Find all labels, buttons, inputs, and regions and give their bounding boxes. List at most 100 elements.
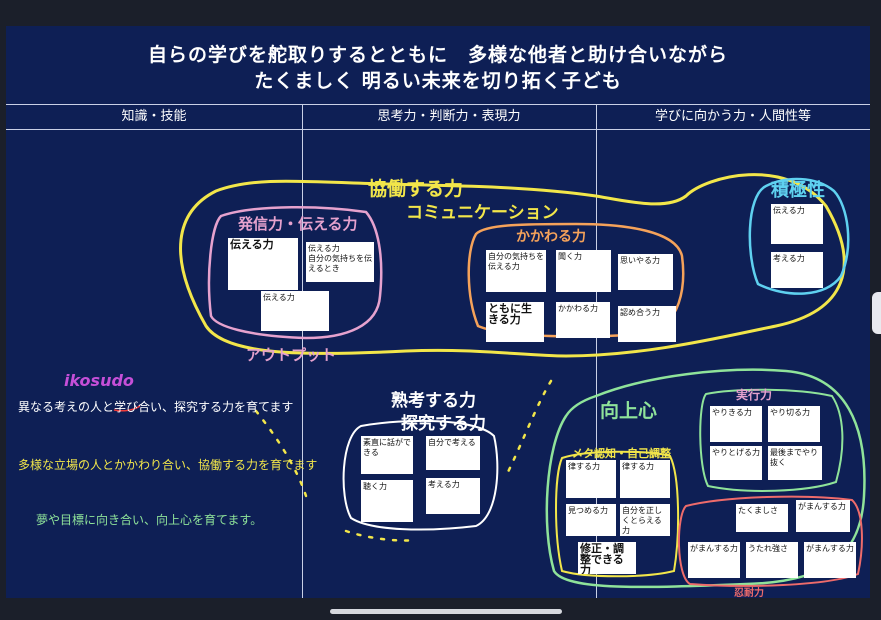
green-inner-stroke bbox=[699, 388, 844, 492]
sticky-note[interactable]: かかわる力 bbox=[556, 302, 610, 338]
sticky-note[interactable]: やり切る力 bbox=[768, 406, 820, 442]
sticky-note[interactable]: 伝える力 bbox=[771, 204, 823, 244]
orange-enclosure-stroke bbox=[467, 222, 685, 338]
column-header-knowledge: 知識・技能 bbox=[121, 109, 187, 124]
sticky-note[interactable]: やりきる力 bbox=[710, 406, 762, 442]
sticky-note[interactable]: ともに生きる力 bbox=[486, 302, 544, 342]
note-text: がまんする力 bbox=[690, 544, 738, 553]
hw-goal2: 多様な立場の人とかかわり合い、協働する力を育てます bbox=[18, 458, 318, 472]
note-text: 最後までやり抜く bbox=[770, 448, 818, 467]
pink-enclosure-stroke bbox=[207, 205, 383, 340]
red-underline bbox=[113, 405, 141, 412]
sticky-note[interactable]: 自分の気持ちを伝える力 bbox=[486, 250, 546, 292]
note-text: 伝える力 bbox=[308, 244, 340, 253]
note-text: かかわる力 bbox=[558, 304, 598, 313]
sticky-note[interactable]: がまんする力 bbox=[804, 542, 856, 578]
grid-line-top bbox=[6, 104, 870, 105]
header-line-2: たくましく 明るい未来を切り拓く子ども bbox=[254, 70, 622, 92]
sticky-note[interactable]: やりとげる力 bbox=[710, 446, 762, 480]
column-header-attitude: 学びに向かう力・人間性等 bbox=[654, 109, 811, 124]
note-text: 修正・調整できる力 bbox=[580, 542, 624, 574]
sticky-note[interactable]: 認め合う力 bbox=[618, 306, 676, 342]
red-enclosure-stroke bbox=[678, 495, 863, 587]
sticky-note[interactable]: 最後までやり抜く bbox=[768, 446, 822, 480]
sticky-note[interactable]: 思いやる力 bbox=[618, 254, 673, 290]
white-enclosure-stroke bbox=[342, 419, 499, 531]
note-text: 自分で考える bbox=[428, 438, 476, 447]
whiteboard-canvas[interactable]: 自らの学びを舵取りするとともに 多様な他者と助け合いながら たくましく 明るい未… bbox=[6, 26, 870, 598]
note-text: うたれ強さ bbox=[748, 544, 788, 553]
grid-line-col1 bbox=[302, 104, 303, 598]
hw-goal1: 異なる考えの人と学び合い、探究する力を育てます bbox=[18, 400, 294, 414]
hw-sekkyoku: 積極性 bbox=[771, 180, 825, 201]
sticky-note[interactable]: 伝える力 bbox=[261, 291, 329, 331]
note-text: 自分の気持ちを伝える力 bbox=[488, 252, 544, 271]
note-text: 律する力 bbox=[622, 462, 654, 471]
note-text: やり切る力 bbox=[770, 408, 810, 417]
hw-metacog: メタ認知・自己調整 bbox=[572, 447, 671, 460]
dotted-connector-left bbox=[254, 409, 308, 498]
note-text: 考える力 bbox=[773, 254, 805, 263]
page-header: 自らの学びを舵取りするとともに 多様な他者と助け合いながら たくましく 明るい未… bbox=[6, 26, 870, 104]
cyan-enclosure-stroke bbox=[748, 177, 850, 295]
hw-hasshin: 発信力・伝える力 bbox=[238, 215, 358, 233]
note-text: 思いやる力 bbox=[620, 256, 660, 265]
note-text: 素直に話ができる bbox=[363, 438, 411, 457]
hw-goal3: 夢や目標に向き合い、向上心を育てます。 bbox=[36, 513, 263, 527]
sticky-note[interactable]: がまんする力 bbox=[688, 542, 740, 578]
hw-kakawaru: かかわる力 bbox=[516, 229, 586, 245]
note-text: 伝える力 bbox=[230, 238, 274, 251]
hw-nintai: 忍耐力 bbox=[734, 588, 764, 598]
note-text: やりとげる力 bbox=[712, 448, 760, 457]
yellow-small-stroke bbox=[555, 450, 680, 578]
note-text: 自分を正しくとらえる力 bbox=[622, 506, 662, 535]
sticky-note[interactable]: 素直に話ができる bbox=[361, 436, 413, 474]
note-text: がまんする力 bbox=[806, 544, 854, 553]
yellow-enclosure-stroke bbox=[179, 173, 846, 358]
grid-line-col2 bbox=[596, 104, 597, 598]
note-text: ともに生きる力 bbox=[488, 302, 532, 326]
note-text: 考える力 bbox=[428, 480, 460, 489]
sticky-note[interactable]: たくましさ bbox=[736, 504, 788, 532]
hw-output: アウトプット bbox=[246, 346, 337, 364]
sticky-note[interactable]: 伝える力自分の気持ちを伝えるとき bbox=[306, 242, 374, 282]
note-text: 伝える力 bbox=[773, 206, 805, 215]
ink-strokes bbox=[113, 173, 866, 589]
sticky-note[interactable]: がまんする力 bbox=[796, 500, 850, 532]
note-text: たくましさ bbox=[738, 506, 778, 515]
sticky-note[interactable]: 聞く力 bbox=[556, 250, 611, 292]
sticky-note[interactable]: 伝える力 bbox=[228, 238, 298, 290]
note-text: 聞く力 bbox=[558, 252, 582, 261]
hw-ikosudo: ikosudo bbox=[64, 371, 134, 390]
hw-jukko: 熟考する力 bbox=[391, 391, 476, 411]
sticky-note[interactable]: 見つめる力 bbox=[566, 504, 616, 536]
side-panel-handle[interactable] bbox=[872, 292, 881, 334]
hw-jikko: 実行力 bbox=[736, 388, 773, 402]
header-line-1: 自らの学びを舵取りするとともに 多様な他者と助け合いながら bbox=[147, 44, 728, 66]
sticky-note[interactable]: 律する力 bbox=[566, 460, 616, 498]
sticky-note[interactable]: 修正・調整できる力 bbox=[578, 542, 636, 574]
column-header-thinking: 思考力・判断力・表現力 bbox=[377, 109, 521, 124]
hw-kojoshin: 向上心 bbox=[600, 400, 658, 422]
hw-kyodo: 協働する力 bbox=[368, 178, 464, 200]
sticky-note[interactable]: 考える力 bbox=[426, 478, 480, 514]
sticky-note[interactable]: 考える力 bbox=[771, 252, 823, 288]
dotted-connector-right bbox=[504, 379, 553, 478]
note-subtext: 自分の気持ちを伝えるとき bbox=[308, 254, 372, 273]
hw-tankyu: 探究する力 bbox=[401, 414, 486, 434]
sticky-note[interactable]: 自分を正しくとらえる力 bbox=[620, 504, 670, 536]
note-text: やりきる力 bbox=[712, 408, 752, 417]
note-text: 認め合う力 bbox=[620, 308, 660, 317]
dotted-connector-bottom bbox=[344, 529, 418, 542]
note-text: 見つめる力 bbox=[568, 506, 608, 515]
sticky-note[interactable]: 聴く力 bbox=[361, 480, 413, 522]
note-text: 聴く力 bbox=[363, 482, 387, 491]
hw-communication: コミュニケーション bbox=[406, 203, 559, 223]
home-indicator-bar[interactable] bbox=[330, 609, 562, 614]
grid-line-header bbox=[6, 129, 870, 130]
sticky-note[interactable]: 自分で考える bbox=[426, 436, 480, 470]
note-text: がまんする力 bbox=[798, 502, 846, 511]
sticky-note[interactable]: うたれ強さ bbox=[746, 542, 798, 578]
note-text: 伝える力 bbox=[263, 293, 295, 302]
sticky-note[interactable]: 律する力 bbox=[620, 460, 670, 498]
